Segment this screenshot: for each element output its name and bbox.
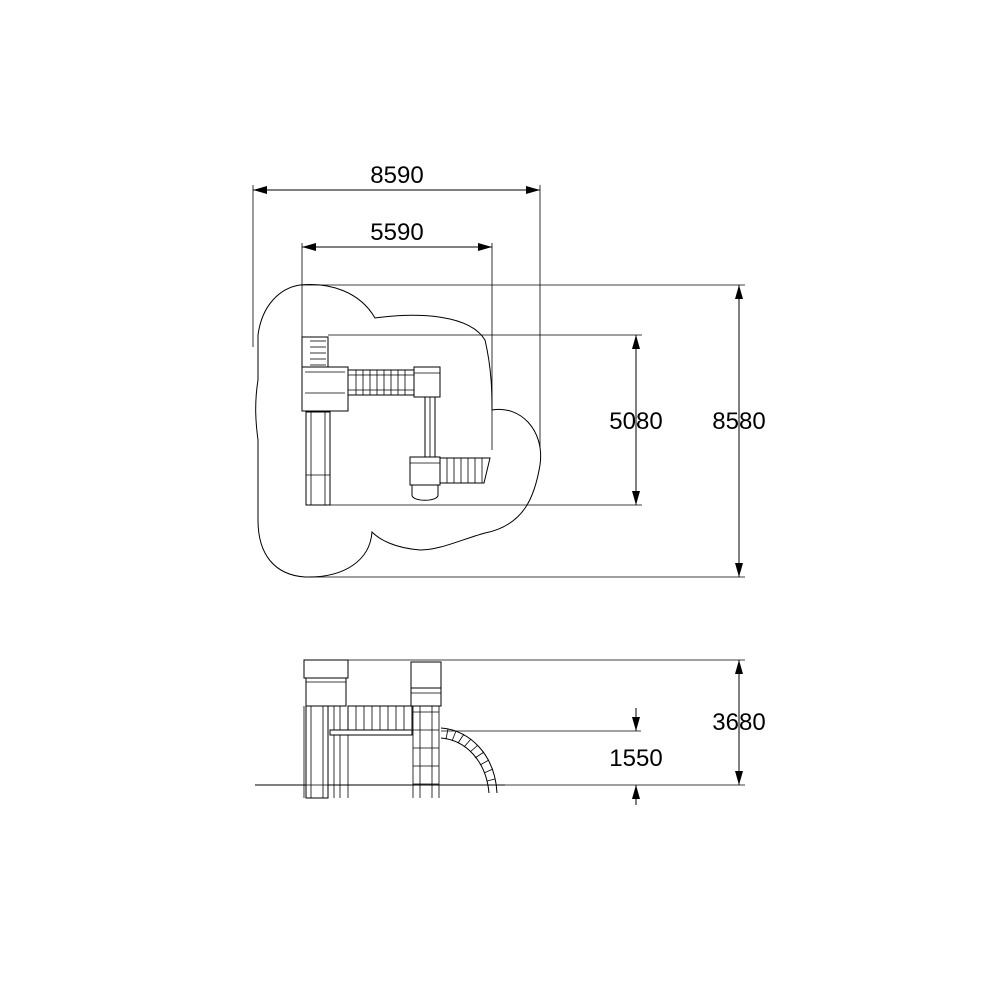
tower-right-elevation (410, 661, 442, 798)
dim-label-overall-width: 8590 (370, 162, 423, 189)
dim-overall-height: 3680 (712, 660, 766, 785)
lower-platform (409, 456, 441, 501)
dim-label-overall-height: 3680 (712, 709, 765, 736)
curved-slide-elevation (440, 727, 498, 794)
bridge-elevation (329, 705, 413, 736)
dim-overall-depth: 8580 (712, 285, 766, 577)
dim-platform-height: 1550 (609, 708, 663, 805)
dim-label-structure-depth: 5080 (609, 408, 662, 435)
tower-right (413, 366, 441, 458)
plan-view: 8590 5590 5080 8580 (252, 162, 766, 578)
tower-left-elevation (303, 659, 349, 799)
safety-zone-outline (255, 283, 542, 578)
dim-overall-width: 8590 (253, 162, 540, 194)
dim-structure-depth: 5080 (609, 335, 663, 505)
tower-left (301, 336, 349, 412)
elevation-view: 3680 1550 (255, 659, 766, 805)
dim-structure-width: 5590 (302, 219, 492, 251)
bridge (347, 369, 415, 396)
stair-right (439, 457, 491, 484)
dim-label-platform-height: 1550 (609, 745, 662, 772)
dim-label-structure-width: 5590 (370, 219, 423, 246)
dim-label-overall-depth: 8580 (712, 408, 765, 435)
slide-left (305, 411, 331, 506)
